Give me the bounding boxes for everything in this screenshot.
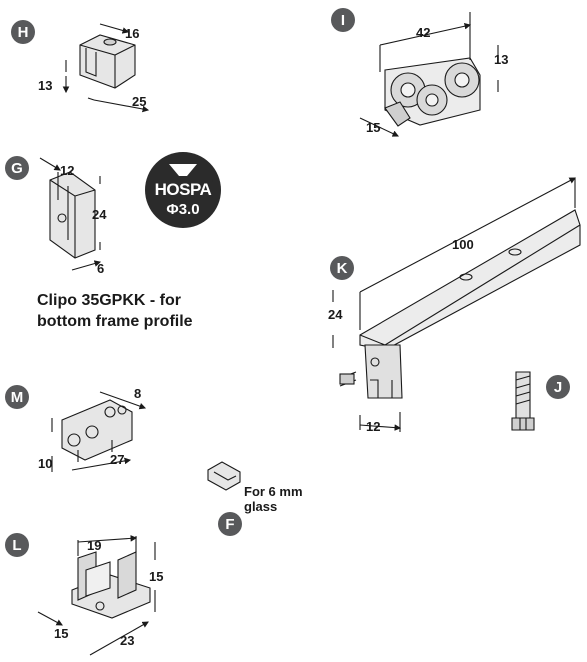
dim-l-height: 15 xyxy=(149,569,164,584)
dim-m-width: 8 xyxy=(134,386,142,401)
dim-k-height: 24 xyxy=(328,307,343,322)
dim-h-width: 16 xyxy=(125,26,140,41)
part-k-drawing xyxy=(332,177,581,432)
badge-h: H xyxy=(11,20,35,44)
note-f: For 6 mm glass xyxy=(244,484,303,514)
badge-j: J xyxy=(546,375,570,399)
hospa-badge-shape xyxy=(145,152,221,228)
dim-g-height: 24 xyxy=(92,207,107,222)
dim-i-height: 13 xyxy=(494,52,509,67)
part-l-drawing xyxy=(37,535,156,656)
part-m-drawing xyxy=(51,391,147,472)
dim-h-length: 25 xyxy=(132,94,147,109)
badge-m: M xyxy=(5,385,29,409)
part-f-drawing xyxy=(207,461,241,491)
hospa-brand: HOSPA xyxy=(154,180,212,199)
dim-k-length: 100 xyxy=(452,237,474,252)
dim-g-width: 12 xyxy=(60,163,75,178)
badge-f: F xyxy=(218,512,242,536)
dim-g-depth: 6 xyxy=(97,261,105,276)
dim-m-length: 27 xyxy=(110,452,125,467)
dim-l-depth: 15 xyxy=(54,626,69,641)
badge-g: G xyxy=(5,156,29,180)
hospa-size: Φ3.0 xyxy=(166,201,200,218)
dim-l-length: 23 xyxy=(120,633,135,648)
part-h-drawing xyxy=(62,23,150,113)
dim-i-depth: 15 xyxy=(366,120,381,135)
badge-i: I xyxy=(331,8,355,32)
part-i-drawing xyxy=(359,12,499,137)
dim-l-width: 19 xyxy=(87,538,102,553)
hospa-screw-badge: HOSPA Φ3.0 xyxy=(143,150,223,230)
dim-h-height: 13 xyxy=(38,78,53,93)
badge-l: L xyxy=(5,533,29,557)
dim-m-height: 10 xyxy=(38,456,53,471)
part-j-drawing xyxy=(511,371,535,431)
dim-k-depth: 12 xyxy=(366,419,381,434)
dim-i-width: 42 xyxy=(416,25,431,40)
caption-g: Clipo 35GPKK - for bottom frame profile xyxy=(37,292,193,330)
part-g-drawing xyxy=(39,157,102,271)
badge-k: K xyxy=(330,256,354,280)
